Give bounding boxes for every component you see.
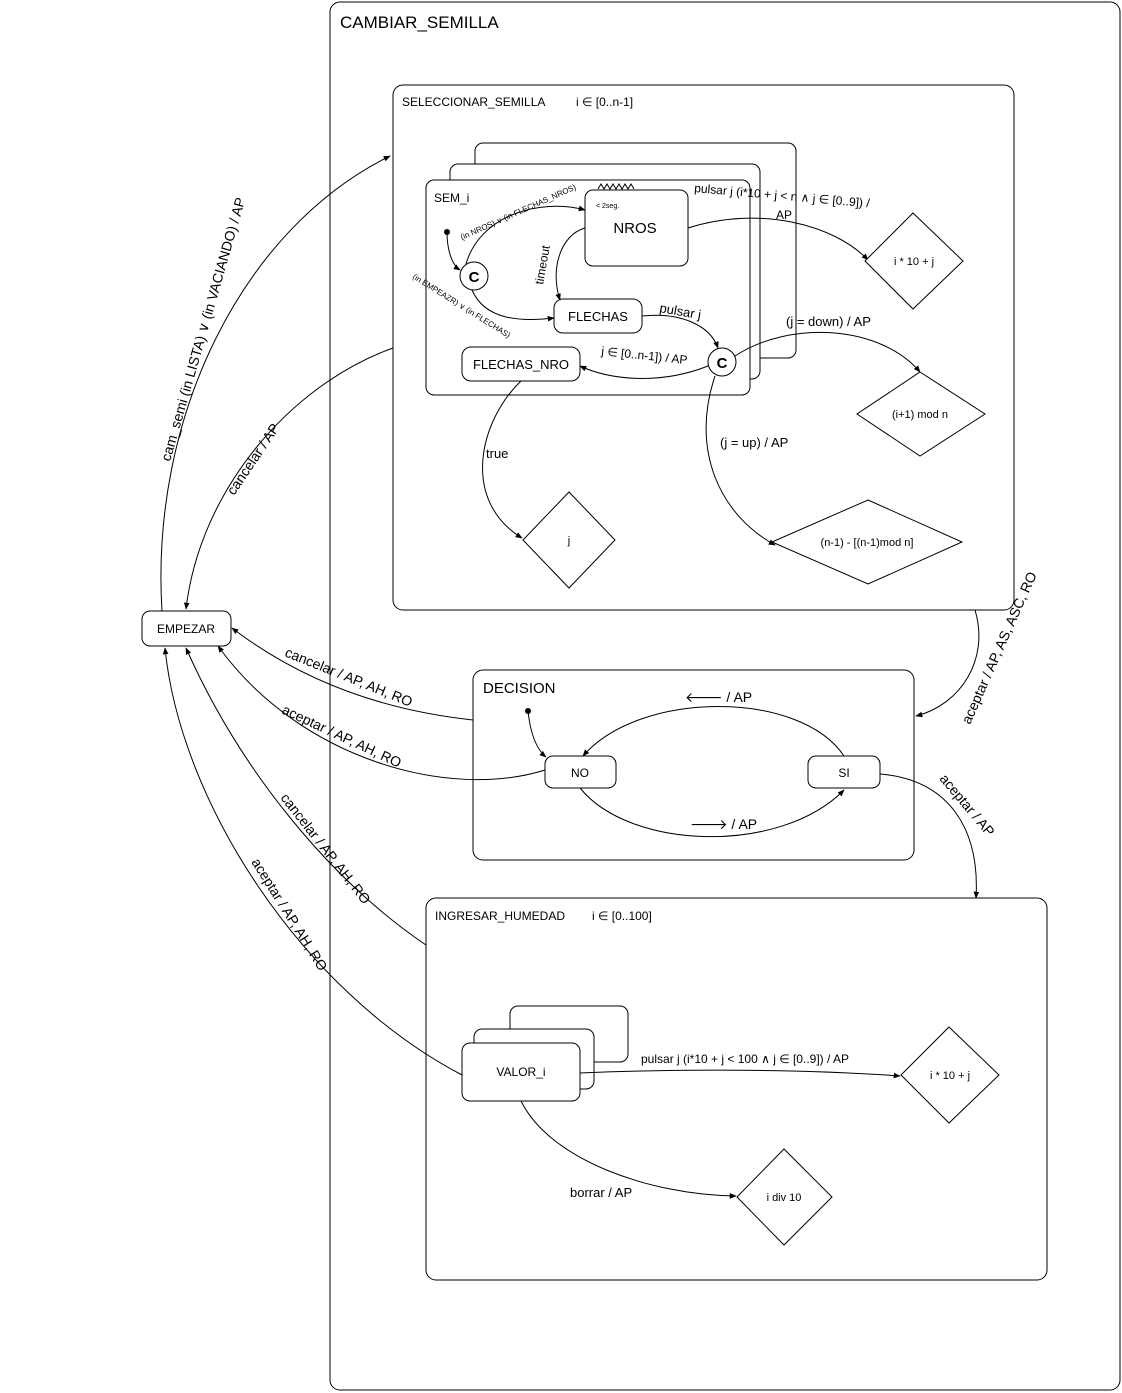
state-no: NO	[544, 755, 617, 789]
label-aceptar-hum: aceptar / AP, AH, RO	[248, 855, 330, 974]
flechas-label: FLECHAS	[568, 309, 628, 324]
ingresar-humedad-title: INGRESAR_HUMEDAD	[435, 909, 565, 923]
edge-aceptar-no	[217, 645, 546, 781]
nros-timer-label: < 2seg.	[596, 203, 619, 210]
label-j-down: (j = down) / AP	[786, 314, 871, 329]
edge-borrar	[520, 1100, 737, 1199]
label-true: true	[486, 446, 508, 461]
edge-true	[482, 380, 523, 539]
label-borrar: borrar / AP	[570, 1185, 632, 1200]
target-dec-label: (n-1) - [(n-1)mod n]	[821, 537, 914, 549]
sem-i-title: SEM_i	[434, 191, 469, 205]
connector-right: C	[707, 347, 737, 377]
state-decision: DECISION	[472, 669, 915, 861]
edge-nros-next	[687, 217, 869, 261]
decision-title: DECISION	[483, 680, 556, 697]
edge-c-nros	[465, 205, 586, 265]
connector-left: C	[459, 261, 489, 291]
label-timeout: timeout	[532, 244, 553, 286]
edge-up	[705, 375, 776, 546]
target-j: j	[522, 491, 616, 589]
target-hum-next-label: i * 10 + j	[930, 1070, 970, 1082]
label-pulsar-hum: pulsar j (i*10 + j < 100 ∧ j ∈ [0..9]) /…	[641, 1052, 849, 1066]
label-no-si: 🡒 / AP	[690, 816, 757, 832]
edge-si-no	[582, 706, 845, 757]
target-sem-next: i * 10 + j	[864, 212, 964, 310]
edge-aceptar-sel	[915, 609, 980, 718]
label-ap-nros: AP	[776, 208, 792, 222]
edge-no-si	[579, 787, 845, 838]
timer-zigzag-icon	[597, 183, 635, 190]
edge-cam-semi	[160, 155, 391, 612]
target-j-label: j	[567, 535, 570, 547]
connector-left-label: C	[469, 269, 480, 286]
ingresar-humedad-domain: i ∈ [0..100]	[592, 909, 652, 923]
connector-right-label: C	[717, 355, 728, 372]
valor-i-stack: VALOR_i	[461, 1005, 629, 1102]
edge-cancelar-hum	[185, 647, 427, 946]
seleccionar-semilla-title: SELECCIONAR_SEMILLA	[402, 95, 545, 109]
flechas-nro-label: FLECHAS_NRO	[473, 357, 569, 372]
target-hum-div: i div 10	[736, 1148, 833, 1246]
label-cam-semi: cam_semi (in LISTA) ∨ (in VACIANDO) / AP	[158, 196, 249, 463]
edge-cancelar-dec	[231, 627, 474, 721]
target-sem-next-label: i * 10 + j	[894, 256, 934, 268]
edge-down	[734, 331, 921, 373]
label-cancelar-sel: cancelar / AP	[223, 420, 282, 497]
state-nros: < 2seg. NROS	[584, 183, 689, 267]
edge-aceptar-si	[879, 773, 980, 899]
target-dec: (n-1) - [(n-1)mod n]	[770, 499, 964, 585]
state-ingresar-humedad: INGRESAR_HUMEDAD i ∈ [0..100]	[425, 897, 1048, 1281]
cambiar-semilla-title: CAMBIAR_SEMILLA	[340, 13, 499, 32]
target-hum-div-label: i div 10	[767, 1192, 802, 1204]
target-inc-label: (i+1) mod n	[892, 409, 948, 421]
state-flechas: FLECHAS	[553, 298, 643, 334]
edge-flechas-c	[641, 314, 719, 349]
edge-c-flechas	[471, 289, 555, 322]
si-label: SI	[838, 766, 849, 780]
edge-timeout	[555, 227, 586, 301]
edge-pulsar-hum	[579, 1069, 901, 1079]
target-inc: (i+1) mod n	[856, 371, 986, 457]
label-j-up: (j = up) / AP	[720, 435, 788, 450]
target-hum-next: i * 10 + j	[900, 1026, 1000, 1124]
label-pulsar-j: pulsar j	[658, 300, 702, 322]
edge-c-flechas-nro	[579, 365, 709, 379]
no-label: NO	[571, 766, 589, 780]
state-si: SI	[807, 755, 881, 789]
empezar-label: EMPEZAR	[157, 622, 215, 636]
edge-cancelar-sel	[183, 347, 394, 610]
state-empezar: EMPEZAR	[141, 610, 232, 647]
seleccionar-semilla-domain: i ∈ [0..n-1]	[576, 95, 633, 109]
label-si-no: 🡐 / AP	[685, 689, 752, 705]
valor-i-label: VALOR_i	[496, 1065, 545, 1079]
state-flechas-nro: FLECHAS_NRO	[461, 346, 581, 382]
edge-aceptar-hum	[162, 647, 463, 1076]
nros-label: NROS	[613, 220, 656, 237]
